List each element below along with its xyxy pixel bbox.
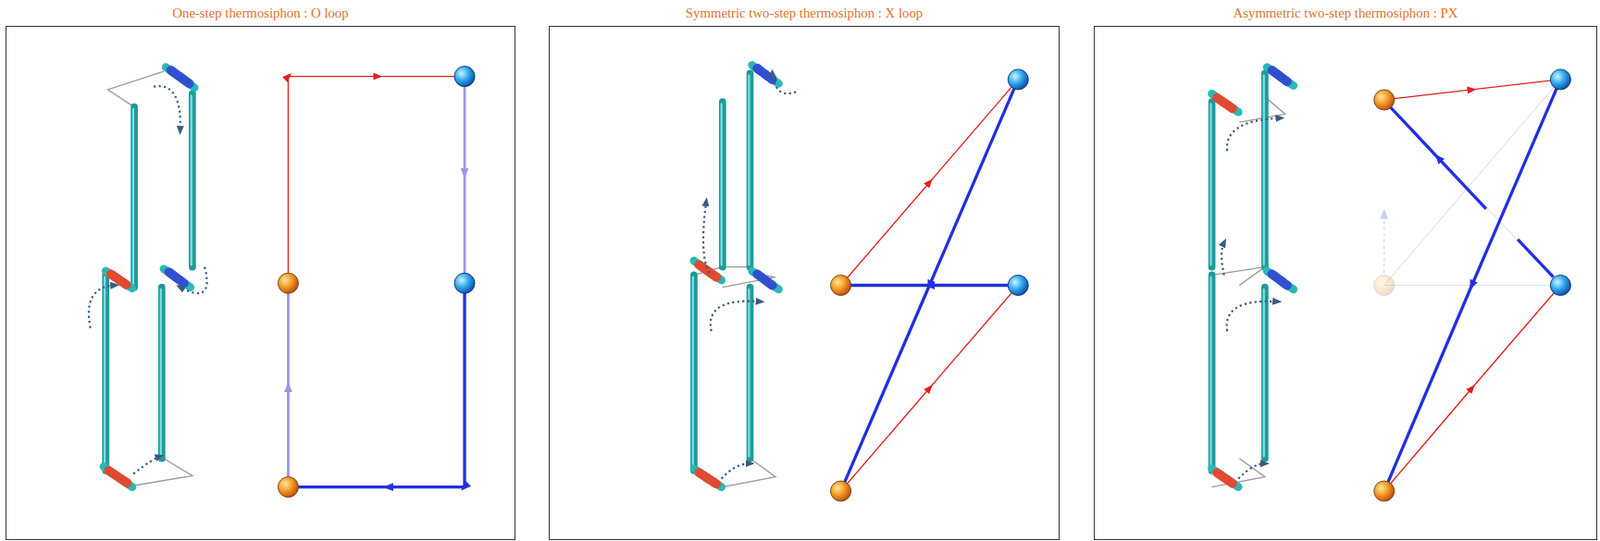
cold-path	[1389, 106, 1487, 210]
hot-path	[1384, 285, 1562, 492]
state-point	[1550, 274, 1571, 296]
state-point	[1007, 274, 1029, 296]
panel: Asymmetric two-step thermosiphon : PX	[1093, 1, 1598, 541]
faint-path	[1384, 79, 1562, 286]
cooler	[163, 65, 1294, 290]
hot-path	[287, 76, 465, 285]
faint-path	[1384, 79, 1562, 286]
pipe	[1210, 75, 1264, 470]
pipe	[105, 73, 1266, 472]
heater	[103, 93, 1239, 487]
frame-lines	[107, 71, 1285, 487]
frame-lines	[107, 71, 164, 108]
hot-path	[841, 285, 1019, 492]
frame-lines	[1212, 267, 1266, 286]
flow-direction-arrow	[1227, 118, 1280, 151]
state-point	[1374, 481, 1395, 502]
flow-direction-arrow	[1221, 242, 1225, 275]
cooler	[163, 65, 1294, 290]
frame-lines	[722, 101, 751, 267]
panel-title: One-step thermosiphon : O loop	[5, 1, 516, 23]
state-point	[831, 274, 852, 296]
heater	[109, 98, 1234, 485]
panel-frame	[1093, 25, 1598, 541]
cooler	[163, 65, 1294, 290]
state-point	[454, 272, 475, 294]
violet-path	[287, 76, 465, 488]
faint-path	[1383, 213, 1385, 273]
flow-direction-arrow	[721, 463, 751, 480]
pipe	[104, 73, 1266, 472]
panel: Symmetric two-step thermosiphon : X loop	[548, 1, 1060, 541]
flow-direction-arrow	[180, 267, 208, 294]
cold-path	[287, 283, 465, 487]
cooler	[169, 68, 1290, 287]
flow-direction-arrow	[703, 201, 709, 273]
panel-frame	[548, 25, 1060, 541]
cooler	[169, 68, 1290, 287]
flow-direction-arrow	[772, 73, 796, 94]
pipe	[104, 75, 1265, 470]
pipe	[1212, 73, 1266, 472]
panel-title: Symmetric two-step thermosiphon : X loop	[548, 1, 1060, 23]
state-point	[277, 66, 1571, 502]
hot-path	[841, 79, 1019, 286]
panel-frame	[5, 25, 516, 541]
panel-title: Asymmetric two-step thermosiphon : PX	[1093, 1, 1598, 23]
heater	[103, 93, 1239, 487]
state-point	[454, 66, 475, 87]
cold-path	[841, 79, 1019, 492]
state-point	[277, 477, 298, 498]
hot-path	[1384, 79, 1562, 100]
cold-path	[1517, 239, 1554, 278]
state-point	[1374, 274, 1395, 296]
heater	[103, 93, 1239, 487]
state-point	[1550, 69, 1571, 90]
flow-direction-arrow	[133, 457, 161, 475]
state-point	[1007, 69, 1029, 90]
cold-path	[1384, 79, 1562, 492]
heater	[109, 98, 1234, 485]
flow-direction-arrow	[88, 285, 115, 328]
cold-path	[287, 79, 1561, 492]
frame-lines	[131, 458, 193, 487]
violet-path	[286, 283, 290, 487]
flow-direction-arrow	[153, 86, 181, 131]
hot-path	[287, 76, 1561, 492]
violet-path	[463, 76, 467, 285]
flow-direction-arrow	[710, 301, 761, 332]
panel: One-step thermosiphon : O loop	[5, 1, 516, 541]
state-point	[831, 481, 852, 502]
cold-path	[841, 284, 1019, 287]
state-point	[277, 272, 298, 294]
flow-direction-arrow	[88, 73, 1280, 479]
flow-direction-arrow	[1238, 463, 1266, 480]
state-point	[1374, 89, 1395, 111]
flow-direction-arrow	[1227, 301, 1278, 332]
